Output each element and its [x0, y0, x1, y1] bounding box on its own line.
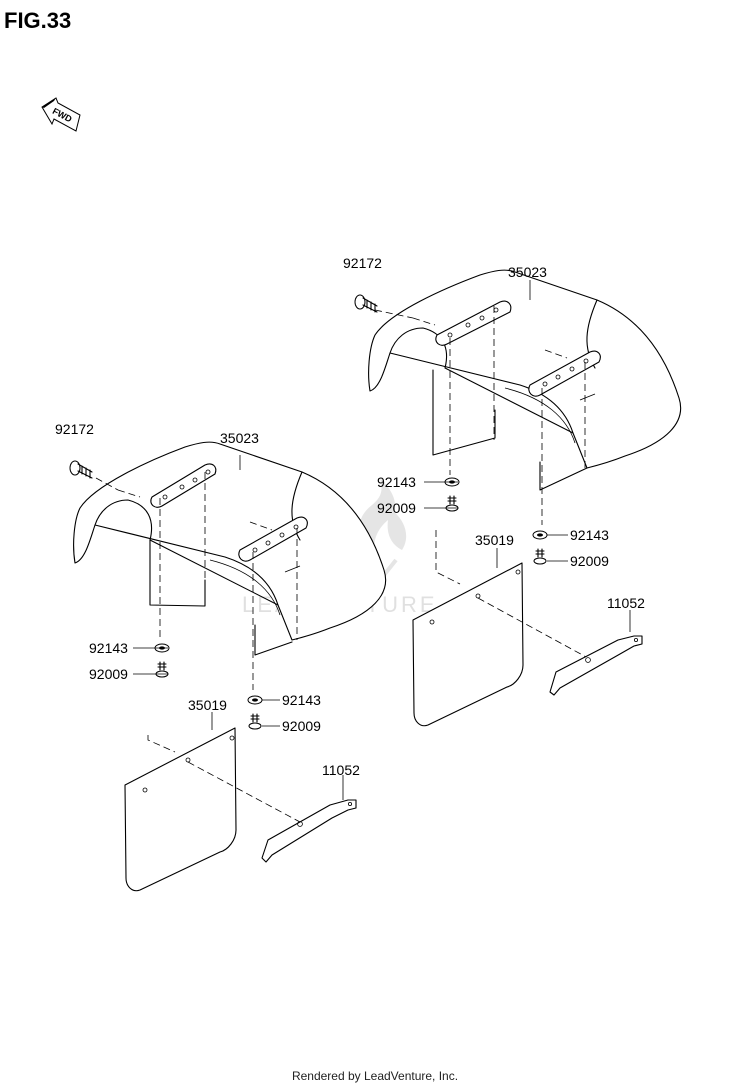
label-left-bolt-upper: 92009: [89, 666, 128, 682]
label-right-screw: 92172: [343, 255, 382, 271]
figure-title: FIG.33: [4, 8, 71, 33]
left-bracket: [261, 799, 357, 863]
right-bracket: [549, 635, 643, 696]
label-right-fender: 35023: [508, 264, 547, 280]
footer-text: Rendered by LeadVenture, Inc.: [292, 1069, 458, 1083]
label-right-bolt-lower: 92009: [570, 553, 609, 569]
label-left-bracket: 11052: [322, 762, 360, 778]
label-left-fender: 35023: [220, 430, 259, 446]
label-left-washer-upper: 92143: [89, 640, 128, 656]
label-right-mud-flap: 35019: [475, 532, 514, 548]
right-bolt-upper-92009: [445, 495, 459, 512]
label-right-bracket: 11052: [607, 595, 645, 611]
left-assembly: 92172 35023 92143 92009 92143 92009 3501…: [55, 421, 387, 892]
fwd-arrow-icon: FWD: [41, 97, 81, 132]
label-right-washer-lower: 92143: [570, 527, 609, 543]
label-right-bolt-upper: 92009: [377, 500, 416, 516]
right-screw-92172: [354, 294, 378, 313]
right-fender: [368, 269, 682, 491]
right-washer-lower-92143: [532, 530, 548, 540]
left-washer-lower-92143: [247, 695, 263, 705]
left-mud-flap: [124, 727, 237, 892]
label-right-washer-upper: 92143: [377, 474, 416, 490]
right-mud-flap: [412, 562, 524, 727]
label-left-screw: 92172: [55, 421, 94, 437]
left-screw-92172: [69, 460, 93, 479]
left-bolt-lower-92009: [248, 713, 262, 730]
right-assembly: 92172 35023 92143 92009 92143 92009 3501…: [343, 255, 682, 727]
left-fender: [73, 441, 387, 656]
left-bolt-upper-92009: [155, 661, 169, 678]
label-left-bolt-lower: 92009: [282, 718, 321, 734]
label-left-mud-flap: 35019: [188, 697, 227, 713]
right-bolt-lower-92009: [533, 548, 547, 565]
label-left-washer-lower: 92143: [282, 692, 321, 708]
